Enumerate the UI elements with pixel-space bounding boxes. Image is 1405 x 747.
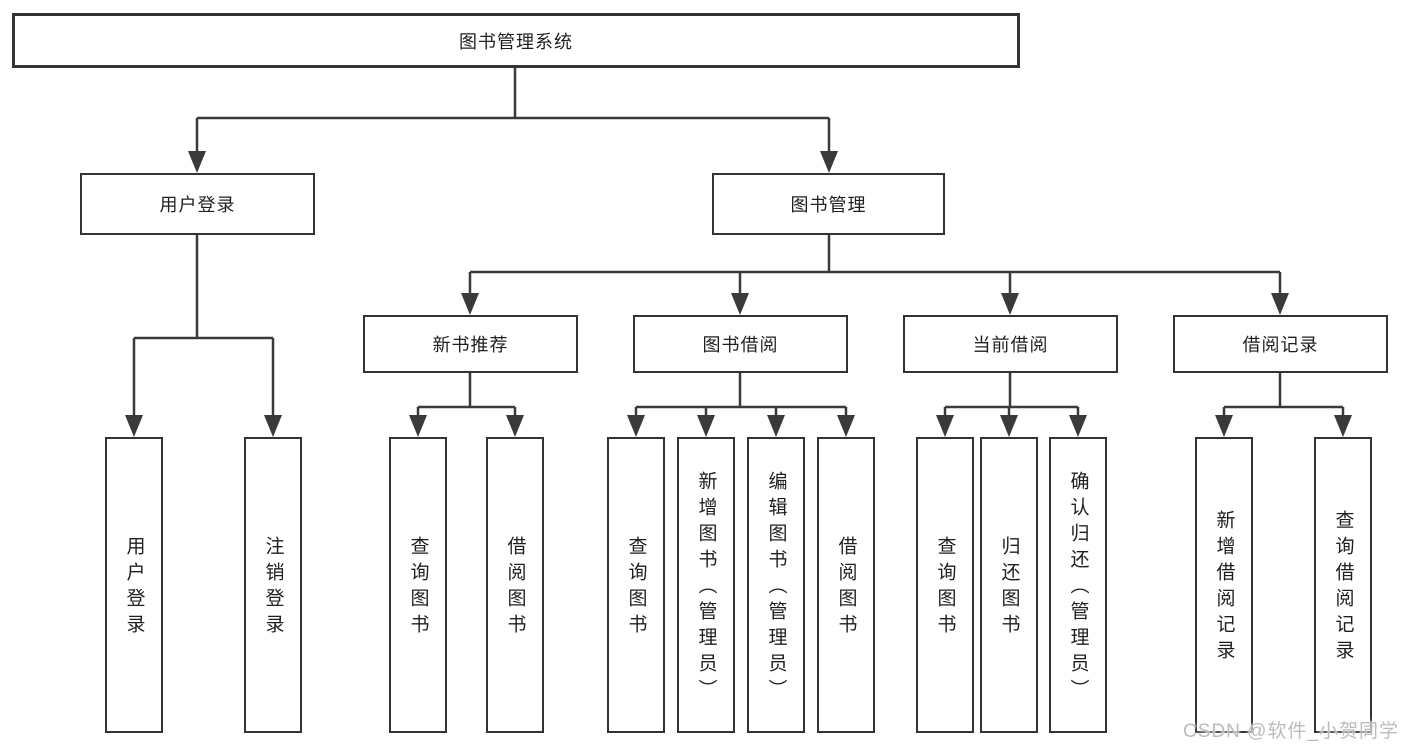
leaf-return-books: 归还图书 bbox=[980, 437, 1038, 733]
arrowheads bbox=[125, 151, 1352, 437]
leaf-logout: 注销登录 bbox=[244, 437, 302, 733]
node-current-borrowing: 当前借阅 bbox=[903, 315, 1118, 373]
node-user-login: 用户登录 bbox=[80, 173, 315, 235]
leaf-query-borrow-record: 查询借阅记录 bbox=[1314, 437, 1372, 733]
node-book-management: 图书管理 bbox=[712, 173, 945, 235]
node-book-borrowing: 图书借阅 bbox=[633, 315, 848, 373]
node-new-book-recommendation: 新书推荐 bbox=[363, 315, 578, 373]
leaf-user-login: 用户登录 bbox=[105, 437, 163, 733]
leaf-borrowing-query-books: 查询图书 bbox=[607, 437, 665, 733]
leaf-recommend-query-books: 查询图书 bbox=[389, 437, 447, 733]
leaf-edit-books-admin: 编辑图书（管理员） bbox=[747, 437, 805, 733]
leaf-current-query-books: 查询图书 bbox=[916, 437, 974, 733]
leaf-add-books-admin: 新增图书（管理员） bbox=[677, 437, 735, 733]
leaf-recommend-borrow-books: 借阅图书 bbox=[486, 437, 544, 733]
node-borrowing-records: 借阅记录 bbox=[1173, 315, 1388, 373]
leaf-add-borrow-record: 新增借阅记录 bbox=[1195, 437, 1253, 733]
leaf-borrowing-borrow-books: 借阅图书 bbox=[817, 437, 875, 733]
node-library-management-system: 图书管理系统 bbox=[12, 13, 1020, 68]
leaf-confirm-return-admin: 确认归还（管理员） bbox=[1049, 437, 1107, 733]
